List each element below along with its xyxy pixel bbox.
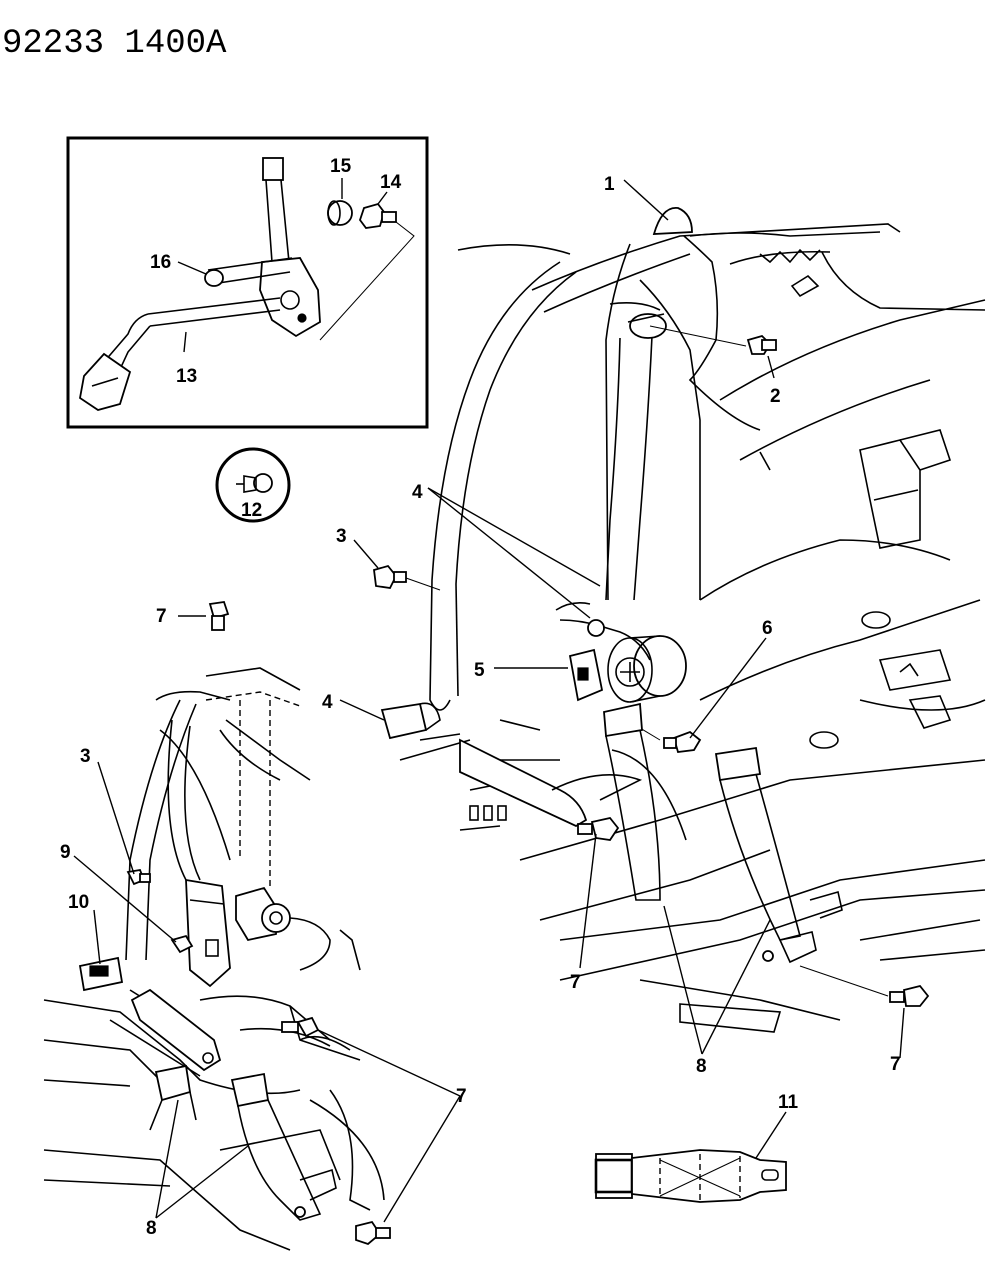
diagram-code: 92233 1400A — [2, 25, 227, 63]
callout-7-bottom: 7 — [456, 1086, 467, 1107]
inset-detail — [66, 136, 429, 429]
callout-9: 9 — [60, 842, 71, 863]
bushing-16 — [204, 269, 224, 287]
callout-numbers: 1 2 3 3 4 4 5 6 7 7 7 7 8 8 9 10 11 12 1… — [60, 156, 901, 1239]
bolt-7-top-left — [208, 601, 230, 631]
callout-16: 16 — [150, 252, 171, 273]
d-ring-cover-1 — [652, 207, 693, 235]
bolt-14 — [358, 202, 397, 229]
buckle-stalk-tip — [262, 157, 284, 181]
callout-10: 10 — [68, 892, 89, 913]
callout-13: 13 — [176, 366, 197, 387]
callout-6: 6 — [762, 618, 773, 639]
leader-lines — [73, 179, 905, 1223]
callout-7-top-left: 7 — [156, 606, 167, 627]
callout-8-left: 8 — [146, 1218, 157, 1239]
bolt-3-top — [373, 564, 407, 589]
retractor-housing — [607, 635, 687, 703]
bolt-2 — [746, 334, 777, 355]
callout-8-right: 8 — [696, 1056, 707, 1077]
callout-7-right: 7 — [890, 1054, 901, 1075]
callout-4-left: 4 — [322, 692, 333, 713]
buckle-stalk-8c — [154, 1064, 192, 1102]
spacer-15 — [327, 200, 353, 226]
buckle-stalk-8b — [714, 746, 762, 782]
callout-14: 14 — [380, 172, 402, 193]
bolt-6 — [663, 730, 702, 753]
buckle-4-right — [380, 702, 428, 740]
right-body-assembly — [373, 207, 986, 1033]
bracket-9 — [185, 878, 231, 988]
callout-7-center: 7 — [570, 972, 581, 993]
left-body-assembly — [43, 601, 391, 1251]
pivot-housing — [259, 257, 321, 338]
buckle-stalk-8a — [603, 702, 643, 738]
bolt-3-lower — [126, 868, 151, 886]
latch-plate-11 — [594, 1149, 787, 1203]
callout-3-left: 3 — [80, 746, 91, 767]
screw-near-9 — [170, 934, 194, 954]
clip-12-detail — [215, 447, 291, 523]
callout-15: 15 — [330, 156, 352, 177]
callout-12: 12 — [241, 500, 262, 521]
callout-2: 2 — [770, 386, 781, 407]
callout-1: 1 — [604, 174, 615, 195]
floor-anchor-left — [130, 988, 222, 1072]
callout-11: 11 — [778, 1092, 799, 1113]
callout-5: 5 — [474, 660, 485, 681]
callout-4-top: 4 — [412, 482, 423, 503]
bolt-7-right-b — [889, 984, 930, 1007]
buckle-stalk-8d — [230, 1072, 270, 1108]
retractor-left — [235, 886, 331, 971]
bolt-7-bottom — [355, 1220, 391, 1246]
callout-3-top: 3 — [336, 526, 347, 547]
